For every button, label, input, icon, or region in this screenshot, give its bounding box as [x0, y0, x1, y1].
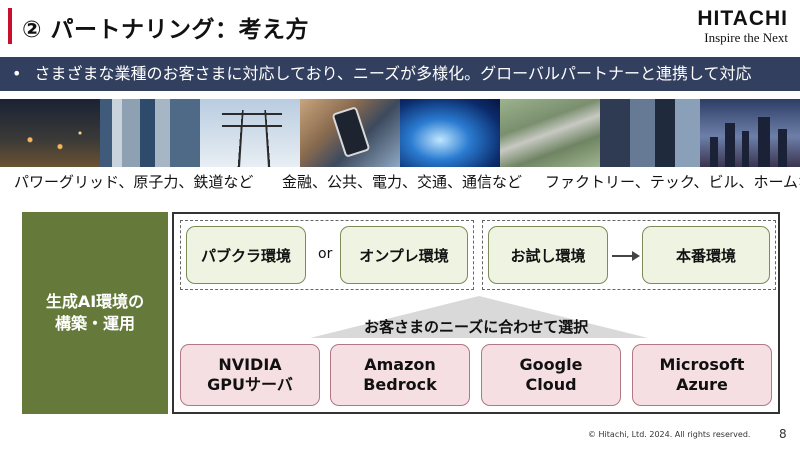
industry-category-finance: 金融、公共、電力、交通、通信など [282, 173, 523, 191]
summary-banner: • さまざまな業種のお客さまに対応しており、ニーズが多様化。グローバルパートナー… [0, 57, 800, 91]
highway-interchange-photo [500, 99, 600, 167]
genai-environment-text: 生成AI環境の 構築・運用 [45, 292, 145, 333]
vendor-nvidia: NVIDIA GPUサーバ [180, 344, 320, 406]
title-bar: ② パートナリング：考え方 HITACHI Inspire the Next [0, 0, 800, 56]
vendor-amazon: Amazon Bedrock [330, 344, 470, 406]
production-env-box: 本番環境 [642, 226, 770, 284]
logo-tagline: Inspire the Next [704, 30, 788, 45]
production-env-label: 本番環境 [675, 246, 736, 265]
selection-triangle [310, 296, 648, 338]
banner-text: さまざまな業種のお客さまに対応しており、ニーズが多様化。グローバルパートナーと連… [34, 64, 752, 83]
industry-categories: パワーグリッド、原子力、鉄道など 金融、公共、電力、交通、通信など ファクトリー… [0, 171, 800, 195]
industry-category-power: パワーグリッド、原子力、鉄道など [14, 173, 254, 191]
vendor-amazon-label: Amazon Bedrock [363, 355, 437, 394]
hitachi-logo: HITACHI Inspire the Next [697, 7, 788, 46]
logo-name: HITACHI [697, 7, 788, 30]
or-connector: or [318, 246, 333, 262]
bullet-icon: • [12, 64, 22, 83]
public-cloud-box: パブクラ環境 [186, 226, 306, 284]
public-cloud-label: パブクラ環境 [200, 246, 291, 265]
page-number: 8 [779, 427, 787, 441]
vendor-microsoft: Microsoft Azure [632, 344, 772, 406]
vendor-google: Google Cloud [481, 344, 621, 406]
industry-photo-strip [0, 99, 800, 167]
slide-title: ② パートナリング：考え方 [22, 17, 309, 43]
factory-workers-photo [600, 99, 700, 167]
copyright-text: © Hitachi, Ltd. 2024. All rights reserve… [588, 430, 751, 439]
diagram-frame: パブクラ環境 or オンプレ環境 お試し環境 本番環境 お客さまのニーズに合わせ… [172, 212, 780, 414]
title-accent-bar [8, 8, 12, 44]
vendor-google-label: Google Cloud [519, 355, 583, 394]
nuclear-facility-photo [100, 99, 200, 167]
vendor-microsoft-label: Microsoft Azure [659, 355, 745, 394]
arrow-right-icon [632, 251, 640, 261]
on-premise-label: オンプレ環境 [359, 246, 449, 265]
mobile-payment-photo [300, 99, 400, 167]
industry-category-factory: ファクトリー、テック、ビル、ホームなど [545, 173, 800, 191]
selection-caption: お客さまのニーズに合わせて選択 [364, 318, 589, 336]
trial-env-label: お試し環境 [510, 246, 586, 265]
city-skyline-photo [700, 99, 800, 167]
arrow-line [612, 255, 634, 257]
stage-group [482, 220, 776, 290]
power-tower-photo [200, 99, 300, 167]
light-stream-photo [400, 99, 500, 167]
genai-environment-label: 生成AI環境の 構築・運用 [22, 212, 168, 414]
on-premise-box: オンプレ環境 [340, 226, 468, 284]
deployment-group [180, 220, 474, 290]
night-city-photo [0, 99, 100, 167]
trial-env-box: お試し環境 [488, 226, 608, 284]
vendor-nvidia-label: NVIDIA GPUサーバ [207, 355, 293, 394]
